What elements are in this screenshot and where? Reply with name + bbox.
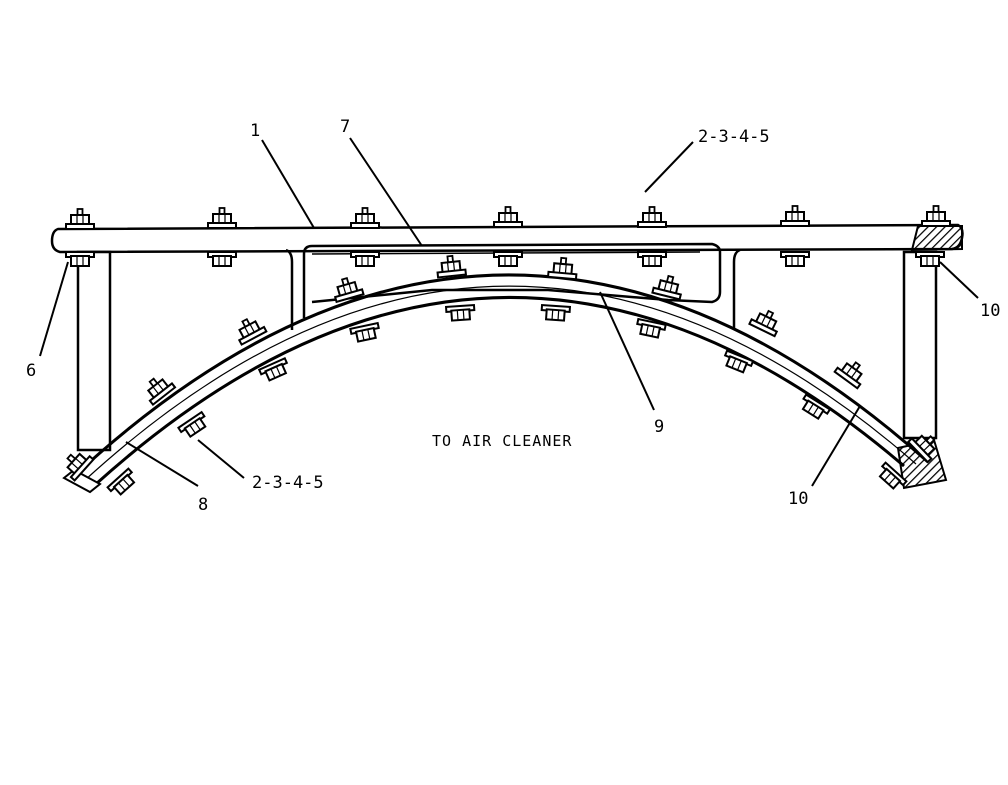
air-cleaner-note: TO AIR CLEANER (432, 432, 572, 450)
callout-7: 7 (340, 117, 350, 137)
callout-1: 1 (250, 121, 260, 141)
callout-10-bottom: 10 (788, 489, 808, 509)
callout-10-right: 10 (980, 301, 1000, 321)
leader-lines (39, 137, 979, 487)
top-bar-nuts (65, 251, 945, 267)
right-bracket (732, 248, 938, 440)
top-clamp-bar (50, 223, 964, 254)
callout-2-3-4-5-bottom: 2-3-4-5 (252, 473, 324, 493)
callout-6: 6 (26, 361, 36, 381)
callout-8: 8 (198, 495, 208, 515)
callout-2-3-4-5-top: 2-3-4-5 (698, 127, 770, 147)
curved-band (62, 273, 929, 494)
band-bolts-inner (106, 304, 908, 499)
callout-9: 9 (654, 417, 664, 437)
